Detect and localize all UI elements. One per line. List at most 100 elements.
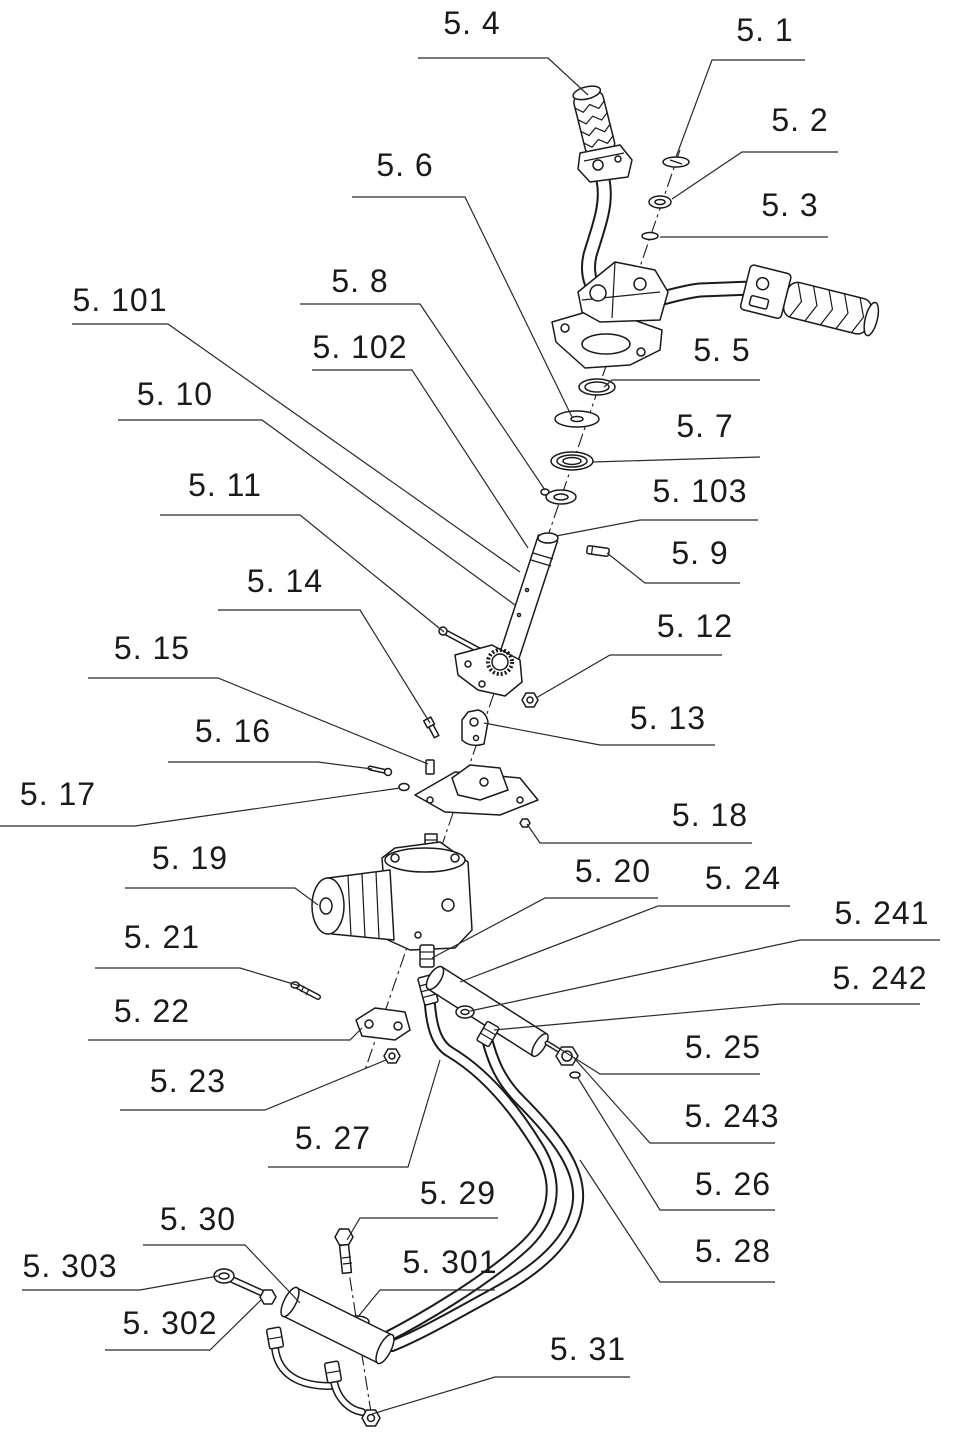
leader-5-8: [300, 303, 546, 491]
cylinder-5-30: [280, 1286, 395, 1365]
leader-5-301: [356, 1289, 495, 1319]
callout-5-1: 5. 1: [736, 12, 793, 48]
callout-5-28: 5. 28: [695, 1233, 771, 1269]
bolt-5-16: [367, 765, 393, 777]
callout-5-6: 5. 6: [376, 147, 433, 183]
leader-5-30: [143, 1244, 301, 1304]
callout-5-302: 5. 302: [123, 1305, 218, 1341]
leader-5-303: [22, 1275, 219, 1291]
callout-5-103: 5. 103: [653, 473, 748, 509]
bolt-5-15: [425, 759, 435, 775]
callout-labels: 5. 4 5. 1 5. 2 5. 3 5. 6 5. 8 5. 101 5. …: [20, 5, 930, 1367]
output-shaft-5-20: [419, 944, 435, 968]
leader-5-12: [535, 654, 722, 699]
callout-5-22: 5. 22: [114, 993, 190, 1029]
tie-rod-end-5-25: [544, 1040, 581, 1079]
callout-5-242: 5. 242: [833, 960, 928, 996]
callout-5-17: 5. 17: [20, 776, 96, 812]
washer-5-2: [648, 195, 672, 209]
callout-5-20: 5. 20: [575, 853, 651, 889]
leader-lines: [0, 57, 940, 1415]
plate-washer-5-6: [554, 410, 600, 428]
leader-5-302: [105, 1298, 263, 1351]
callout-5-241: 5. 241: [835, 895, 930, 931]
steering-column-5-10: [497, 532, 559, 664]
hose-5-28: [386, 1029, 585, 1352]
callout-5-26: 5. 26: [695, 1166, 771, 1202]
bolt-cap-5-1: [662, 156, 690, 168]
leader-5-241: [469, 939, 940, 1012]
leader-5-29: [346, 1217, 498, 1241]
leader-5-16: [168, 761, 373, 770]
callout-5-12: 5. 12: [657, 608, 733, 644]
rod-end-5-303: [213, 1268, 266, 1297]
leader-5-7: [591, 456, 761, 463]
leader-5-18: [526, 823, 752, 844]
callout-5-13: 5. 13: [630, 700, 706, 736]
leader-5-28: [579, 1159, 775, 1283]
column-clamp-block: [454, 644, 523, 697]
callout-5-11: 5. 11: [188, 467, 262, 503]
callout-5-31: 5. 31: [550, 1331, 626, 1367]
leader-5-2: [671, 151, 838, 200]
leader-5-101: [72, 323, 521, 573]
leader-5-15: [88, 677, 429, 765]
nut-5-23: [383, 1048, 401, 1064]
fitting-5-242: [476, 1020, 500, 1048]
leader-5-23: [120, 1059, 387, 1111]
leader-5-102: [312, 369, 529, 549]
callout-5-23: 5. 23: [150, 1063, 226, 1099]
washer-5-3: [641, 231, 659, 241]
cylinder-fitting-right: [323, 1360, 343, 1384]
callout-5-18: 5. 18: [672, 797, 748, 833]
callout-5-16: 5. 16: [195, 713, 271, 749]
leader-5-26: [577, 1077, 775, 1211]
leader-5-24: [459, 905, 790, 983]
yoke-5-13: [461, 709, 489, 747]
callout-5-5: 5. 5: [693, 332, 750, 368]
bolt-5-21: [290, 981, 321, 1000]
leader-5-27: [268, 1059, 441, 1168]
callout-5-7: 5. 7: [676, 408, 733, 444]
callout-5-102: 5. 102: [313, 329, 408, 365]
leader-5-5: [603, 379, 760, 388]
leader-5-31: [371, 1376, 630, 1415]
leader-5-1: [675, 59, 805, 158]
boss-5-241: [455, 1005, 475, 1019]
mounting-plate-5-18: [414, 764, 539, 816]
pin-5-9: [586, 545, 610, 557]
callout-5-8: 5. 8: [331, 263, 388, 299]
leader-5-25: [548, 1041, 760, 1075]
leader-5-21: [95, 967, 301, 987]
lower-pipes: [271, 1344, 366, 1416]
leader-5-6: [352, 196, 573, 418]
leader-5-103: [555, 519, 758, 537]
callout-5-301: 5. 301: [403, 1244, 498, 1280]
callout-5-19: 5. 19: [152, 840, 228, 876]
bolt-5-14: [422, 716, 440, 739]
callout-5-14: 5. 14: [247, 563, 323, 599]
leader-5-22: [88, 1027, 363, 1041]
leader-5-4: [418, 57, 589, 96]
callout-5-9: 5. 9: [671, 535, 728, 571]
callout-5-27: 5. 27: [295, 1120, 371, 1156]
callout-5-29: 5. 29: [420, 1175, 496, 1211]
bolt-5-17: [398, 782, 410, 792]
fitting-5-302: [259, 1289, 277, 1305]
cylinder-fitting-left: [265, 1326, 285, 1350]
left-switch-housing: [577, 144, 633, 183]
leader-5-17: [0, 787, 401, 827]
leader-5-11: [160, 514, 445, 633]
bolt-5-29: [334, 1228, 354, 1275]
leader-5-19: [125, 887, 319, 906]
left-grip-5-4: [572, 85, 616, 156]
callout-5-101: 5. 101: [73, 282, 168, 318]
leader-5-10: [118, 419, 516, 606]
right-grip-assembly: [739, 264, 880, 337]
handlebar-clamp-5-5: [551, 261, 669, 369]
seal-ring-5-7: [550, 451, 594, 471]
leader-5-20: [431, 897, 658, 959]
callout-5-24: 5. 24: [705, 860, 781, 896]
callout-5-15: 5. 15: [114, 630, 190, 666]
